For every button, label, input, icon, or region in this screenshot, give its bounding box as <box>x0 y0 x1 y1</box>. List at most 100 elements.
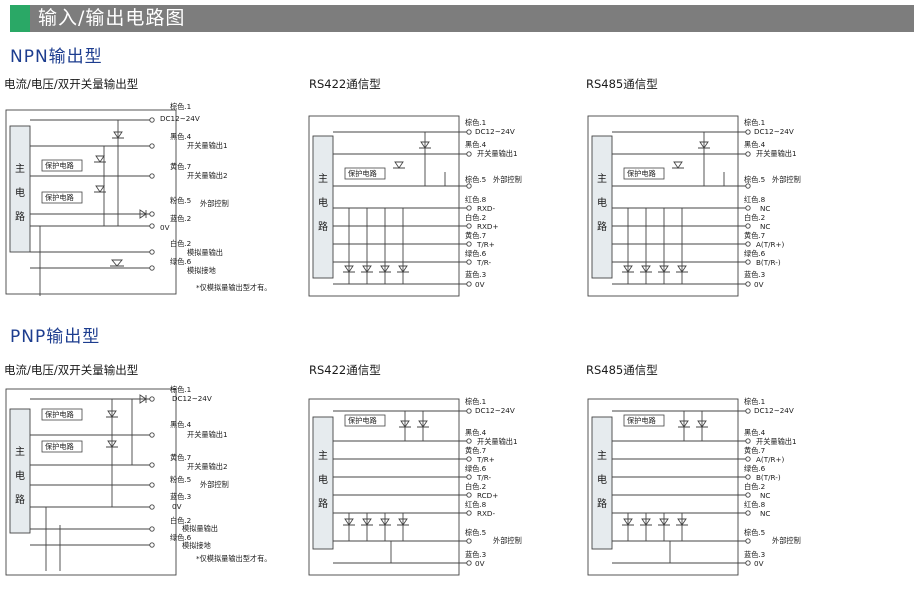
main-circuit-label: 路 <box>597 497 607 510</box>
zener-diode-icon <box>678 420 690 428</box>
pnp-analog-circuit: 主 电 路 保护电路 保护电路 棕色.1 DC12~24V 黑色.4 开关量输出… <box>5 385 271 576</box>
zener-diode-icon <box>106 410 118 418</box>
terminal-signal-label: DC12~24V <box>172 394 212 403</box>
terminal-signal-label: RXD- <box>477 509 495 518</box>
npn-rs485-circuit: 主 电 路 保护电路 棕色.1 DC12~24V 黑色.4 开关量输出1 棕色.… <box>587 115 801 297</box>
terminal-signal-label: 开关量输出1 <box>477 149 518 158</box>
zener-diode-icon <box>361 518 373 526</box>
terminal-signal-label: DC12~24V <box>160 114 200 123</box>
terminals <box>149 396 155 548</box>
terminal-wire-label: 黑色.4 <box>170 420 192 429</box>
terminal-signal-label: 0V <box>475 559 485 568</box>
terminal-signal-label: T/R- <box>476 473 492 482</box>
diode-icon <box>139 209 147 219</box>
terminal-wire-label: 棕色.5 <box>465 528 486 537</box>
terminal-wire-label: 白色.2 <box>744 482 765 491</box>
terminal-wire-label: 黄色.7 <box>744 231 765 240</box>
terminal-signal-label: RXD- <box>477 204 495 213</box>
pnp-section-heading: PNP输出型 <box>10 327 101 347</box>
protection-circuit-label: 保护电路 <box>348 169 377 178</box>
terminal-signal-label: RCD+ <box>477 491 498 500</box>
terminal-wire-label: 白色.2 <box>170 239 191 248</box>
main-circuit-label: 主 <box>597 173 607 185</box>
zener-diode-icon <box>379 518 391 526</box>
terminal-wire-label: 红色.8 <box>465 195 487 204</box>
terminal-signal-label: 模拟接地 <box>187 266 216 275</box>
zener-diode-icon <box>698 141 710 149</box>
terminals <box>745 408 751 566</box>
pnp-analog-title: 电流/电压/双开关量输出型 <box>4 363 139 377</box>
terminal-signal-label: 外部控制 <box>772 536 801 545</box>
terminal-wire-label: 绿色.6 <box>744 249 766 258</box>
terminal-signal-label: 0V <box>754 559 764 568</box>
main-circuit-block <box>591 416 613 550</box>
terminal-signal-label: A(T/R+) <box>756 240 785 249</box>
terminal-wire-label: 黑色.4 <box>465 428 487 437</box>
terminal-signal-label: RXD+ <box>477 222 498 231</box>
terminal-wire-label: 蓝色.3 <box>465 270 486 279</box>
terminals <box>745 129 751 287</box>
terminal-wire-label: 黑色.4 <box>744 140 766 149</box>
main-circuit-label: 主 <box>597 450 607 462</box>
main-circuit-label: 主 <box>15 163 25 175</box>
terminal-signal-label: T/R+ <box>476 455 495 464</box>
terminal-signal-label: 0V <box>475 280 485 289</box>
protection-circuit-box <box>623 167 665 180</box>
terminal-signal-label: T/R+ <box>476 240 495 249</box>
pnp-rs422-title: RS422通信型 <box>309 363 381 377</box>
zener-diode-icon <box>94 155 106 163</box>
npn-rs422-circuit: 主 电 路 保护电路 棕色.1 DC12~24V 黑色.4 开关量输出1 棕色.… <box>308 115 522 297</box>
zener-diode-icon <box>676 265 688 273</box>
zener-diode-icon <box>397 265 409 273</box>
terminals <box>149 117 155 271</box>
terminal-signal-label: DC12~24V <box>475 406 515 415</box>
main-circuit-label: 主 <box>15 446 25 458</box>
terminal-wire-label: 绿色.6 <box>170 257 192 266</box>
main-circuit-label: 主 <box>318 450 328 462</box>
footnote: *仅模拟量输出型才有。 <box>196 554 271 563</box>
terminal-wire-label: 白色.2 <box>465 213 486 222</box>
terminal-signal-label: 开关量输出1 <box>187 430 228 439</box>
terminal-wire-label: 棕色.1 <box>744 397 765 406</box>
main-circuit-block <box>312 135 334 279</box>
circuit-frame <box>5 388 177 576</box>
terminal-signal-label: DC12~24V <box>754 127 794 136</box>
terminal-signal-label: 开关量输出2 <box>187 462 228 471</box>
terminal-wire-label: 棕色.1 <box>465 118 486 127</box>
terminal-wire-label: 蓝色.2 <box>170 214 191 223</box>
npn-analog-circuit: 主 电 路 保护电路 保护电路 棕色.1 DC12~24V 黑色.4 开关量输出… <box>5 102 271 296</box>
terminal-signal-label: 开关量输出2 <box>187 171 228 180</box>
page-title: 输入/输出电路图 <box>38 7 186 29</box>
footnote: *仅模拟量输出型才有。 <box>196 283 271 292</box>
main-circuit-label: 主 <box>318 173 328 185</box>
terminal-wire-label: 棕色.1 <box>465 397 486 406</box>
main-circuit-label: 路 <box>318 220 328 233</box>
terminal-wire-label: 白色.2 <box>465 482 486 491</box>
zener-diode-icon <box>399 420 411 428</box>
terminal-wire-label: 蓝色.3 <box>744 550 765 559</box>
terminal-wire-label: 白色.2 <box>170 516 191 525</box>
terminal-wire-label: 黄色.7 <box>465 231 486 240</box>
zener-diode-icon <box>640 265 652 273</box>
protection-circuit-label: 保护电路 <box>45 410 74 419</box>
zener-diode-icon <box>393 161 405 169</box>
zener-diode-icon <box>110 259 124 267</box>
zener-diode-icon <box>343 265 355 273</box>
terminal-wire-label: 棕色.1 <box>170 385 191 394</box>
terminal-wire-label: 棕色.1 <box>744 118 765 127</box>
terminal-wire-label: 黑色.4 <box>465 140 487 149</box>
main-circuit-label: 路 <box>15 493 25 506</box>
terminal-wire-label: 蓝色.3 <box>465 550 486 559</box>
terminal-signal-label: 开关量输出1 <box>187 141 228 150</box>
diode-icon <box>139 394 147 404</box>
protection-circuit-label: 保护电路 <box>45 193 74 202</box>
main-circuit-label: 路 <box>597 220 607 233</box>
terminals <box>466 408 472 566</box>
title-accent-marker <box>10 5 30 32</box>
protection-circuit-label: 保护电路 <box>45 442 74 451</box>
terminal-wire-label: 黄色.7 <box>465 446 486 455</box>
npn-rs422-title: RS422通信型 <box>309 77 381 91</box>
main-circuit-block <box>9 125 31 253</box>
zener-diode-icon <box>419 141 431 149</box>
pnp-rs485-title: RS485通信型 <box>586 363 658 377</box>
